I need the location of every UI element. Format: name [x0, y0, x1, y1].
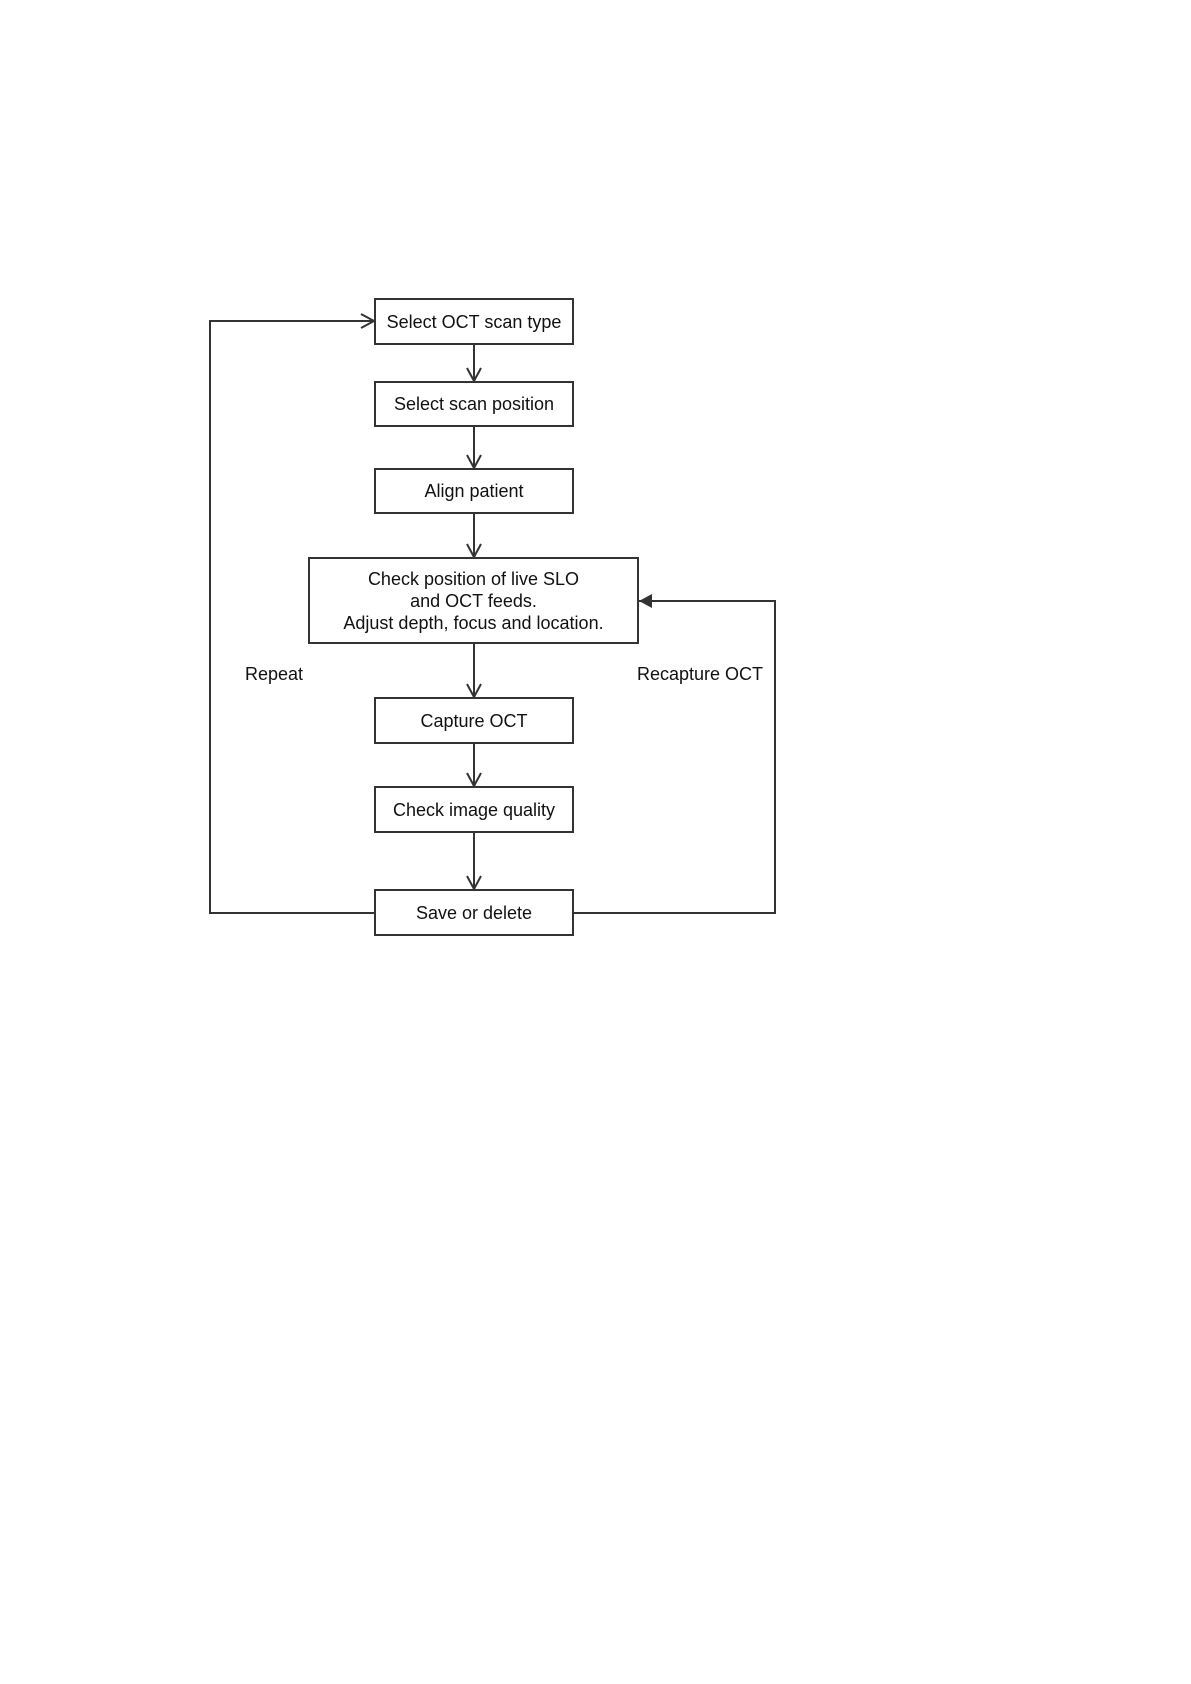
- node-label: Select OCT scan type: [387, 311, 562, 333]
- node-capture-oct: Capture OCT: [374, 697, 574, 744]
- node-check-position: Check position of live SLO and OCT feeds…: [308, 557, 639, 644]
- node-label-line-2: and OCT feeds.: [410, 590, 537, 612]
- edge-n2-n3: [467, 427, 481, 468]
- node-label: Select scan position: [394, 393, 554, 415]
- edge-label-repeat: Repeat: [245, 663, 303, 685]
- edge-recapture-loop: [574, 601, 775, 913]
- node-align-patient: Align patient: [374, 468, 574, 514]
- node-select-scan-position: Select scan position: [374, 381, 574, 427]
- node-label-line-1: Check position of live SLO: [368, 568, 579, 590]
- node-label-line-3: Adjust depth, focus and location.: [343, 612, 603, 634]
- recapture-arrowhead: [639, 594, 652, 608]
- node-label: Align patient: [424, 480, 523, 502]
- edge-n3-n4: [467, 514, 481, 557]
- node-check-image-quality: Check image quality: [374, 786, 574, 833]
- edge-label-recapture-oct: Recapture OCT: [637, 663, 763, 685]
- edge-n5-n6: [467, 744, 481, 786]
- node-label: Save or delete: [416, 902, 532, 924]
- node-label: Check image quality: [393, 799, 555, 821]
- edge-n1-n2: [467, 345, 481, 381]
- node-save-or-delete: Save or delete: [374, 889, 574, 936]
- edge-n6-n7: [467, 833, 481, 889]
- node-label: Capture OCT: [420, 710, 527, 732]
- edge-n4-n5: [467, 644, 481, 697]
- node-select-oct-scan-type: Select OCT scan type: [374, 298, 574, 345]
